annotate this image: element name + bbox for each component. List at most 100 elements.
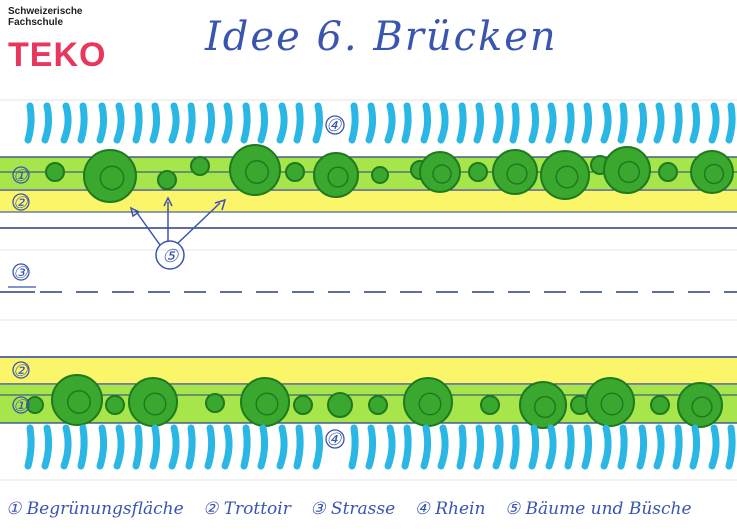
water-stroke xyxy=(496,106,500,140)
rhein-bottom xyxy=(28,428,732,466)
water-stroke xyxy=(568,428,571,466)
bush xyxy=(328,393,352,417)
water-stroke xyxy=(693,106,697,140)
water-stroke xyxy=(100,428,104,466)
water-stroke xyxy=(100,106,104,140)
water-stroke xyxy=(604,428,608,466)
tree xyxy=(241,378,289,426)
tree xyxy=(541,151,589,199)
water-stroke xyxy=(153,106,157,140)
legend-item-4: ④ Rhein xyxy=(415,499,486,519)
water-stroke xyxy=(352,428,355,466)
water-stroke xyxy=(712,106,716,140)
legend-item-3: ③ Strasse xyxy=(310,499,395,519)
bush xyxy=(158,171,176,189)
bush xyxy=(206,394,224,412)
water-stroke xyxy=(657,428,661,466)
bush xyxy=(659,163,677,181)
water-stroke xyxy=(64,106,68,140)
water-stroke xyxy=(388,428,392,466)
water-stroke xyxy=(477,428,481,466)
water-stroke xyxy=(225,106,229,140)
zone4-marker-top: ④ xyxy=(326,116,342,136)
water-stroke xyxy=(441,428,445,466)
water-stroke xyxy=(208,428,212,466)
water-stroke xyxy=(585,106,589,140)
water-stroke xyxy=(316,106,320,140)
water-stroke xyxy=(532,428,536,466)
legend: ① Begrünungsfläche ② Trottoir ③ Strasse … xyxy=(6,499,736,519)
tree xyxy=(230,145,280,195)
water-stroke xyxy=(621,106,624,140)
zone2-marker-top: ② xyxy=(13,193,29,212)
water-stroke xyxy=(729,428,732,466)
water-stroke xyxy=(496,428,500,466)
water-stroke xyxy=(568,106,571,140)
tree xyxy=(678,383,722,427)
water-stroke xyxy=(460,428,463,466)
tree xyxy=(52,375,102,425)
zone3-marker: ③ xyxy=(13,263,29,282)
water-stroke xyxy=(45,106,49,140)
water-stroke xyxy=(604,106,608,140)
water-stroke xyxy=(136,106,139,140)
water-stroke xyxy=(585,428,589,466)
tree xyxy=(691,151,733,193)
water-stroke xyxy=(64,428,68,466)
water-stroke xyxy=(45,428,49,466)
rhein-top xyxy=(28,106,732,140)
water-stroke xyxy=(172,106,176,140)
tree xyxy=(129,378,177,426)
water-stroke xyxy=(712,428,716,466)
bush xyxy=(286,163,304,181)
water-stroke xyxy=(172,428,176,466)
water-stroke xyxy=(117,106,121,140)
water-stroke xyxy=(189,106,192,140)
water-stroke xyxy=(657,106,661,140)
water-stroke xyxy=(244,428,247,466)
bush xyxy=(191,157,209,175)
water-stroke xyxy=(424,428,428,466)
zone4-marker-bottom: ④ xyxy=(326,430,342,450)
water-stroke xyxy=(81,428,84,466)
legend-item-5: ⑤ Bäume und Büsche xyxy=(505,499,692,519)
bush xyxy=(651,396,669,414)
water-stroke xyxy=(640,106,644,140)
water-stroke xyxy=(532,106,536,140)
bush xyxy=(469,163,487,181)
water-stroke xyxy=(549,106,553,140)
water-stroke xyxy=(225,428,229,466)
water-stroke xyxy=(316,428,320,466)
water-stroke xyxy=(424,106,428,140)
bush xyxy=(106,396,124,414)
tree xyxy=(586,378,634,426)
water-stroke xyxy=(693,428,697,466)
water-stroke xyxy=(513,106,516,140)
bush xyxy=(481,396,499,414)
tree xyxy=(84,150,136,202)
water-stroke xyxy=(261,428,265,466)
water-stroke xyxy=(460,106,463,140)
water-stroke xyxy=(208,106,212,140)
water-stroke xyxy=(352,106,355,140)
water-stroke xyxy=(729,106,732,140)
zone5-marker: ⑤ xyxy=(162,246,179,267)
water-stroke xyxy=(117,428,121,466)
tree xyxy=(604,147,650,193)
water-stroke xyxy=(81,106,84,140)
water-stroke xyxy=(513,428,516,466)
water-stroke xyxy=(369,428,373,466)
water-stroke xyxy=(405,428,408,466)
legend-item-1: ① Begrünungsfläche xyxy=(6,499,184,519)
water-stroke xyxy=(369,106,373,140)
water-stroke xyxy=(676,428,679,466)
water-stroke xyxy=(280,428,284,466)
bush xyxy=(372,167,388,183)
tree xyxy=(314,153,358,197)
zone2-marker-bottom: ② xyxy=(13,361,29,380)
sidewalk-bottom xyxy=(0,358,737,384)
water-stroke xyxy=(297,106,300,140)
zone1-marker-bottom: ① xyxy=(13,396,29,415)
